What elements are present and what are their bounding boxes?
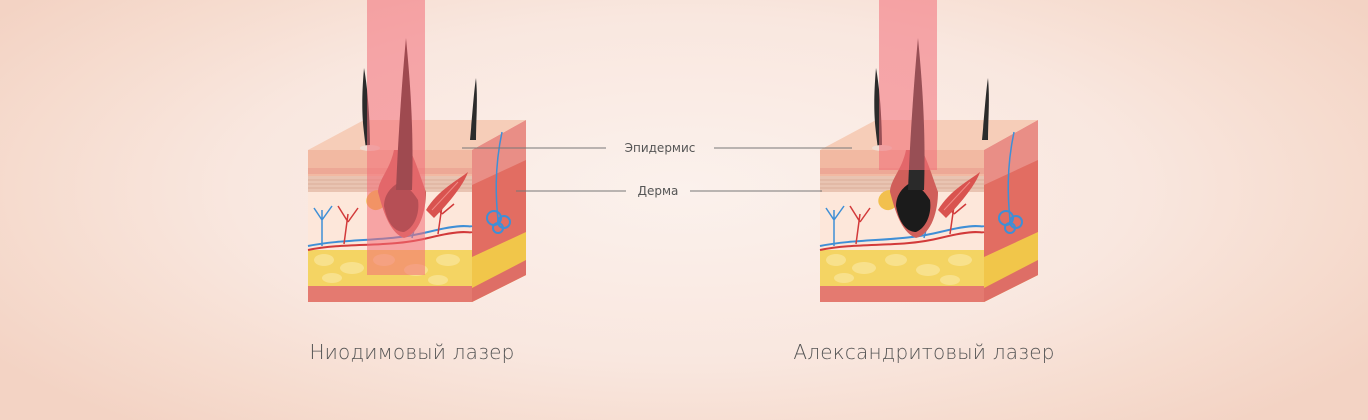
epidermis-label: Эпидермис xyxy=(624,141,696,155)
laser-beam-left xyxy=(367,0,425,275)
laser-beam-right xyxy=(879,0,937,170)
dermis-label: Дерма xyxy=(637,184,679,198)
hair-bulb-right xyxy=(896,182,931,232)
caption-neodymium-laser: Ниодимовый лазер xyxy=(309,340,515,364)
caption-alexandrite-laser: Александритовый лазер xyxy=(793,340,1055,364)
